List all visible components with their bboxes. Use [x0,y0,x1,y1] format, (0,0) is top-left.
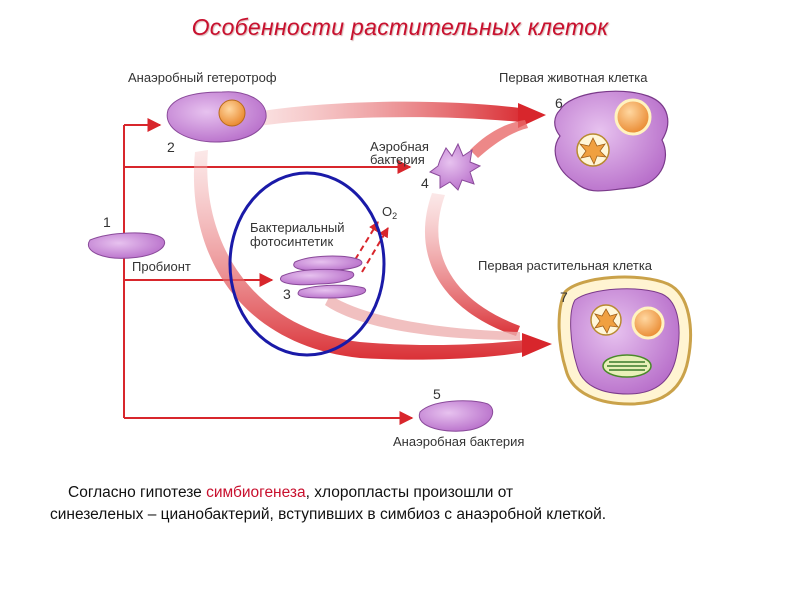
label-bacterial-photosynthetic-2: фотосинтетик [250,234,333,249]
animal-cell-nucleus [614,98,652,136]
label-aerobic-bacterium-2: бактерия [370,152,425,167]
caption-highlight-symbiogenesis: симбиогенеза [206,484,306,501]
oxygen-arrows [349,221,389,273]
caption-line-2: синезеленых – цианобактерий, вступивших … [50,506,607,523]
heterotroph-nucleus [218,99,246,127]
plant-cell-nucleus [631,306,665,340]
label-first-animal-cell: Первая животная клетка [499,70,648,85]
arrow-aerobe-to-plant [424,193,520,336]
caption-line-1-end: , хлоропласты произошли от [305,484,514,501]
label-oxygen: O2 [382,204,397,221]
number-3: 3 [283,286,291,302]
plant-cell-chloroplast [602,354,652,378]
label-anaerobic-heterotroph: Анаэробный гетеротроф [128,70,277,85]
label-first-plant-cell: Первая растительная клетка [478,258,653,273]
caption: Согласно гипотезе симбиогенеза, хлоропла… [50,482,770,526]
caption-line-1-start: Согласно гипотезе [68,484,207,501]
caption-line-1: Согласно гипотезе симбиогенеза, хлоропла… [50,482,770,504]
number-2: 2 [167,139,175,155]
photosynthetic-highlight-circle [228,171,386,357]
arrow-heterotroph-to-plant [193,150,525,360]
arrow-photosynthetic-to-plant [325,295,520,340]
probiont-cell [87,232,166,259]
number-4: 4 [421,175,429,191]
number-5: 5 [433,386,441,402]
animal-cell-mitochondrion [576,133,610,167]
aerobic-bacterium-cell [428,142,482,191]
label-anaerobic-bacterium: Анаэробная бактерия [393,434,524,449]
plant-cell-mitochondrion [590,304,622,336]
anaerobic-bacterium-cell [418,400,493,432]
arrow-aerobe-to-animal [470,120,528,158]
evolution-arrows [193,101,552,360]
branch-lines [123,118,414,425]
number-1: 1 [103,214,111,230]
number-6: 6 [555,95,563,111]
first-plant-cell [557,275,692,406]
first-animal-cell [554,90,669,192]
arrow-heterotroph-to-animal [255,101,520,126]
label-probiont: Пробионт [132,259,191,274]
label-bacterial-photosynthetic-1: Бактериальный [250,220,345,235]
page-title: Особенности растительных клеток [191,14,609,40]
label-aerobic-bacterium-1: Аэробная [370,139,429,154]
photosynthetic-bacterium-cell [279,255,367,299]
anaerobic-heterotroph-cell [166,91,267,143]
number-7: 7 [560,289,568,305]
